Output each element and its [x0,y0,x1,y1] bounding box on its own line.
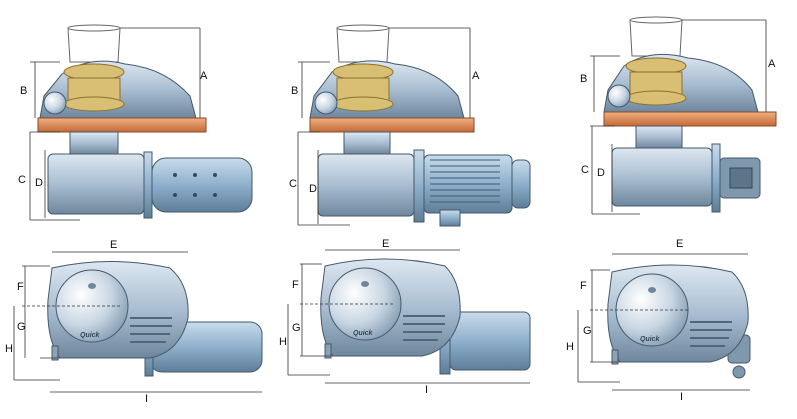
top-view-hydraulic: Quick [577,253,751,391]
gearbox [317,153,415,217]
top-view-ac: Quick [287,249,531,384]
label-H: H [566,341,574,353]
side-view-hydraulic [590,16,777,215]
label-G: G [292,322,301,334]
label-E: E [382,238,389,250]
label-I: I [145,393,148,405]
top-view-dc: Quick [13,251,263,393]
label-D: D [309,183,317,195]
dc-motor [151,157,253,213]
label-F: F [292,279,299,291]
label-F: F [580,280,587,292]
label-I: I [680,391,683,403]
dimension-labels: A B C D E F G H I A B C D E F G H I A B … [5,58,776,405]
side-view-dc [29,24,253,221]
label-D: D [597,167,605,179]
label-B: B [291,85,298,97]
label-B: B [20,85,27,97]
label-A: A [200,70,208,82]
brand-logo: Quick [640,336,661,343]
clutch-knob [43,91,67,115]
brand-logo: Quick [80,332,101,339]
gearbox [611,147,713,207]
label-C: C [581,164,589,176]
label-I: I [425,384,428,396]
label-E: E [110,239,117,251]
label-C: C [18,174,26,186]
label-D: D [35,177,43,189]
label-G: G [583,325,592,337]
label-A: A [472,70,480,82]
label-C: C [289,178,297,190]
brand-logo: Quick [353,330,374,337]
side-view-ac [297,24,531,227]
gypsy [63,63,125,112]
gearbox [47,153,145,215]
label-H: H [5,343,13,355]
deck-plank [37,117,207,133]
label-B: B [580,73,587,85]
label-A: A [768,58,776,70]
label-H: H [279,336,287,348]
label-F: F [17,281,24,293]
label-E: E [676,238,683,250]
label-G: G [17,321,26,333]
